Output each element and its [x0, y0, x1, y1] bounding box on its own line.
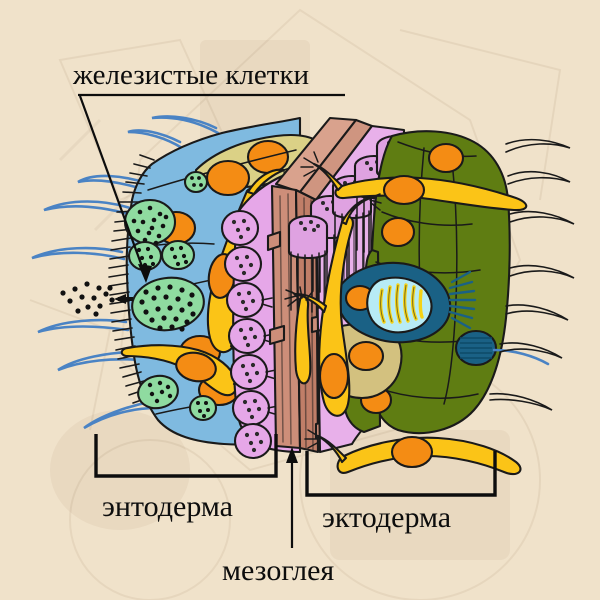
nerve-cell-group	[284, 151, 528, 476]
endoderm-flagella	[31, 115, 220, 430]
mesoglea-arrowhead	[286, 447, 298, 463]
ectoderm-bracket	[305, 451, 497, 497]
interstitial-cell	[227, 317, 267, 355]
title-leader-line	[78, 95, 146, 273]
interstitial-cell	[220, 209, 260, 247]
ectoderm-label: эктодерма	[322, 501, 451, 534]
gland-cell	[137, 374, 179, 410]
nerve-cell-ectoderm-upper	[300, 151, 528, 212]
nerve-cell-bottom	[304, 429, 522, 476]
gland-cell	[160, 239, 196, 271]
interstitial-cell	[225, 281, 265, 319]
interstitial-cell	[223, 245, 263, 283]
gland-cell	[131, 276, 205, 332]
interstitial-cell	[233, 422, 273, 460]
endoderm-label: энтодерма	[102, 490, 233, 523]
epithelial-column	[287, 214, 329, 315]
interstitial-cell-group	[220, 209, 279, 460]
gland-cell	[188, 394, 218, 422]
gland-cell	[183, 170, 209, 194]
mesoglea-label: мезоглея	[222, 554, 334, 587]
endoderm-bracket	[94, 434, 278, 478]
stinging-cell	[335, 261, 477, 344]
secreted-particles	[60, 281, 115, 317]
cnidocil-tuft	[448, 270, 477, 330]
nerve-cell-violet-small	[291, 286, 314, 385]
annotation-layer: железистые клетки энтодерма мезоглея экт…	[72, 59, 497, 587]
gland-cell-group	[123, 170, 218, 422]
gland-cell	[127, 240, 163, 272]
gland-cells-label: железистые клетки	[72, 59, 309, 91]
ectoderm-microvilli	[489, 138, 575, 411]
interstitial-cell	[229, 353, 269, 391]
stinging-cell-secondary	[454, 329, 550, 367]
mesoglea-striations	[279, 193, 314, 451]
nerve-cell-violet-center	[284, 193, 382, 417]
interstitial-cell	[231, 389, 271, 427]
secretion-arrow	[114, 294, 133, 304]
title-leader-arrowhead	[138, 264, 152, 283]
